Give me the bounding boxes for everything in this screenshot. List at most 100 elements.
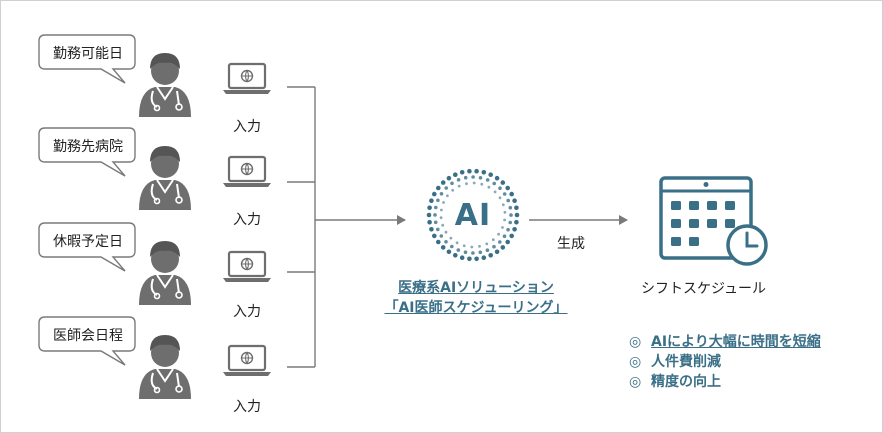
ring-dot — [449, 236, 453, 240]
ring-dot — [480, 182, 484, 186]
ring-dot — [472, 181, 476, 185]
benefit-item: ◎AIにより大幅に時間を短縮 — [629, 331, 821, 351]
generate-label: 生成 — [557, 236, 585, 252]
ring-dot — [494, 249, 500, 255]
calendar-cell — [689, 219, 699, 228]
ring-dot — [459, 255, 465, 260]
ring-dot — [481, 170, 487, 175]
speech-bubble — [38, 222, 136, 272]
benefit-item: ◎ 人件費削減 — [629, 351, 721, 371]
calendar-clock-icon — [659, 176, 768, 266]
ring-dot — [457, 184, 461, 188]
doctor-icon — [138, 240, 192, 306]
ring-dot — [500, 245, 506, 250]
ring-dot — [498, 196, 502, 200]
ring-dot — [488, 253, 494, 258]
ai-logo-text: AI — [454, 198, 492, 233]
calendar-cell — [725, 219, 735, 228]
ring-dot — [514, 205, 519, 211]
ring-dot — [487, 185, 491, 189]
ring-dot — [444, 186, 449, 190]
ring-dot — [471, 175, 475, 179]
ring-dot — [501, 203, 505, 207]
ring-dot — [493, 190, 497, 194]
bubble-text-hospital: 勤務先病院 — [53, 139, 123, 155]
ring-dot — [459, 170, 465, 175]
ring-dot — [441, 223, 445, 227]
calendar-cell — [725, 201, 735, 210]
ring-dot — [485, 178, 490, 182]
ring-dot — [498, 240, 502, 244]
ring-dot — [440, 208, 443, 212]
ring-dot — [427, 205, 432, 211]
laptop-globe-icon — [221, 250, 273, 284]
ring-dot — [478, 176, 483, 180]
laptop-globe-icon — [221, 344, 273, 378]
ring-dot — [453, 253, 458, 258]
benefit-item: ◎ 精度の向上 — [629, 371, 721, 391]
ring-dot — [456, 248, 461, 252]
ring-dot — [432, 191, 437, 197]
ring-dot — [508, 205, 513, 210]
ring-dot — [467, 168, 472, 174]
double-circle-icon: ◎ — [629, 374, 642, 390]
ring-dot — [485, 248, 490, 252]
ring-dot — [503, 218, 506, 222]
ring-dot — [508, 220, 512, 225]
benefit-text: 人件費削減 — [651, 354, 721, 370]
ring-dot — [494, 175, 500, 181]
ring-dot — [512, 198, 517, 203]
ring-dot — [485, 242, 489, 246]
ring-dot — [439, 234, 444, 238]
ring-dot — [455, 241, 459, 245]
ring-dot — [488, 172, 494, 177]
ring-dot — [503, 210, 507, 214]
ai-caption-line1: 医療系AIソリューション — [398, 280, 554, 296]
ring-dot — [505, 239, 511, 245]
ring-dot — [450, 181, 454, 186]
calendar-cell — [671, 219, 681, 228]
ring-dot — [433, 213, 437, 217]
ring-dot — [514, 219, 519, 225]
bubble-text-association: 医師会日程 — [53, 328, 123, 344]
shift-schedule-label: シフトスケジュール — [641, 281, 767, 297]
doctor-rows — [38, 34, 273, 400]
bubble-text-available-days: 勤務可能日 — [53, 46, 123, 62]
ring-dot — [512, 227, 517, 232]
benefit-text: 精度の向上 — [651, 374, 721, 390]
calendar-cell — [707, 219, 717, 228]
ring-dot — [509, 213, 513, 217]
calendar-cell — [689, 201, 699, 210]
double-circle-icon: ◎ — [629, 334, 642, 350]
ring-dot — [434, 205, 438, 210]
ring-dot — [509, 233, 514, 239]
double-circle-icon: ◎ — [629, 354, 642, 370]
laptop-globe-icon — [221, 62, 273, 96]
laptop-globe-icon — [221, 155, 273, 189]
ring-dot — [514, 212, 520, 218]
input-label: 入力 — [233, 119, 261, 135]
ring-dot — [446, 249, 452, 255]
ring-dot — [440, 245, 446, 250]
ring-dot — [436, 239, 441, 245]
ring-dot — [446, 175, 452, 181]
ring-dot — [474, 256, 479, 262]
ring-dot — [426, 212, 432, 218]
speech-bubble — [38, 127, 136, 177]
doctor-icon — [138, 334, 192, 400]
ring-dot — [467, 256, 472, 262]
ring-dot — [491, 238, 495, 242]
ring-dot — [429, 227, 434, 232]
ring-dot — [474, 168, 479, 174]
bubble-text-vacation: 休暇予定日 — [53, 234, 123, 250]
ring-dot — [453, 172, 458, 177]
ai-logo-ring — [426, 168, 520, 262]
ring-dot — [427, 219, 432, 225]
ring-dot — [442, 201, 445, 204]
ring-dot — [505, 185, 511, 191]
ring-dot — [463, 175, 468, 180]
speech-bubble — [38, 316, 136, 366]
ring-dot — [432, 233, 437, 239]
ring-dot — [451, 188, 455, 192]
